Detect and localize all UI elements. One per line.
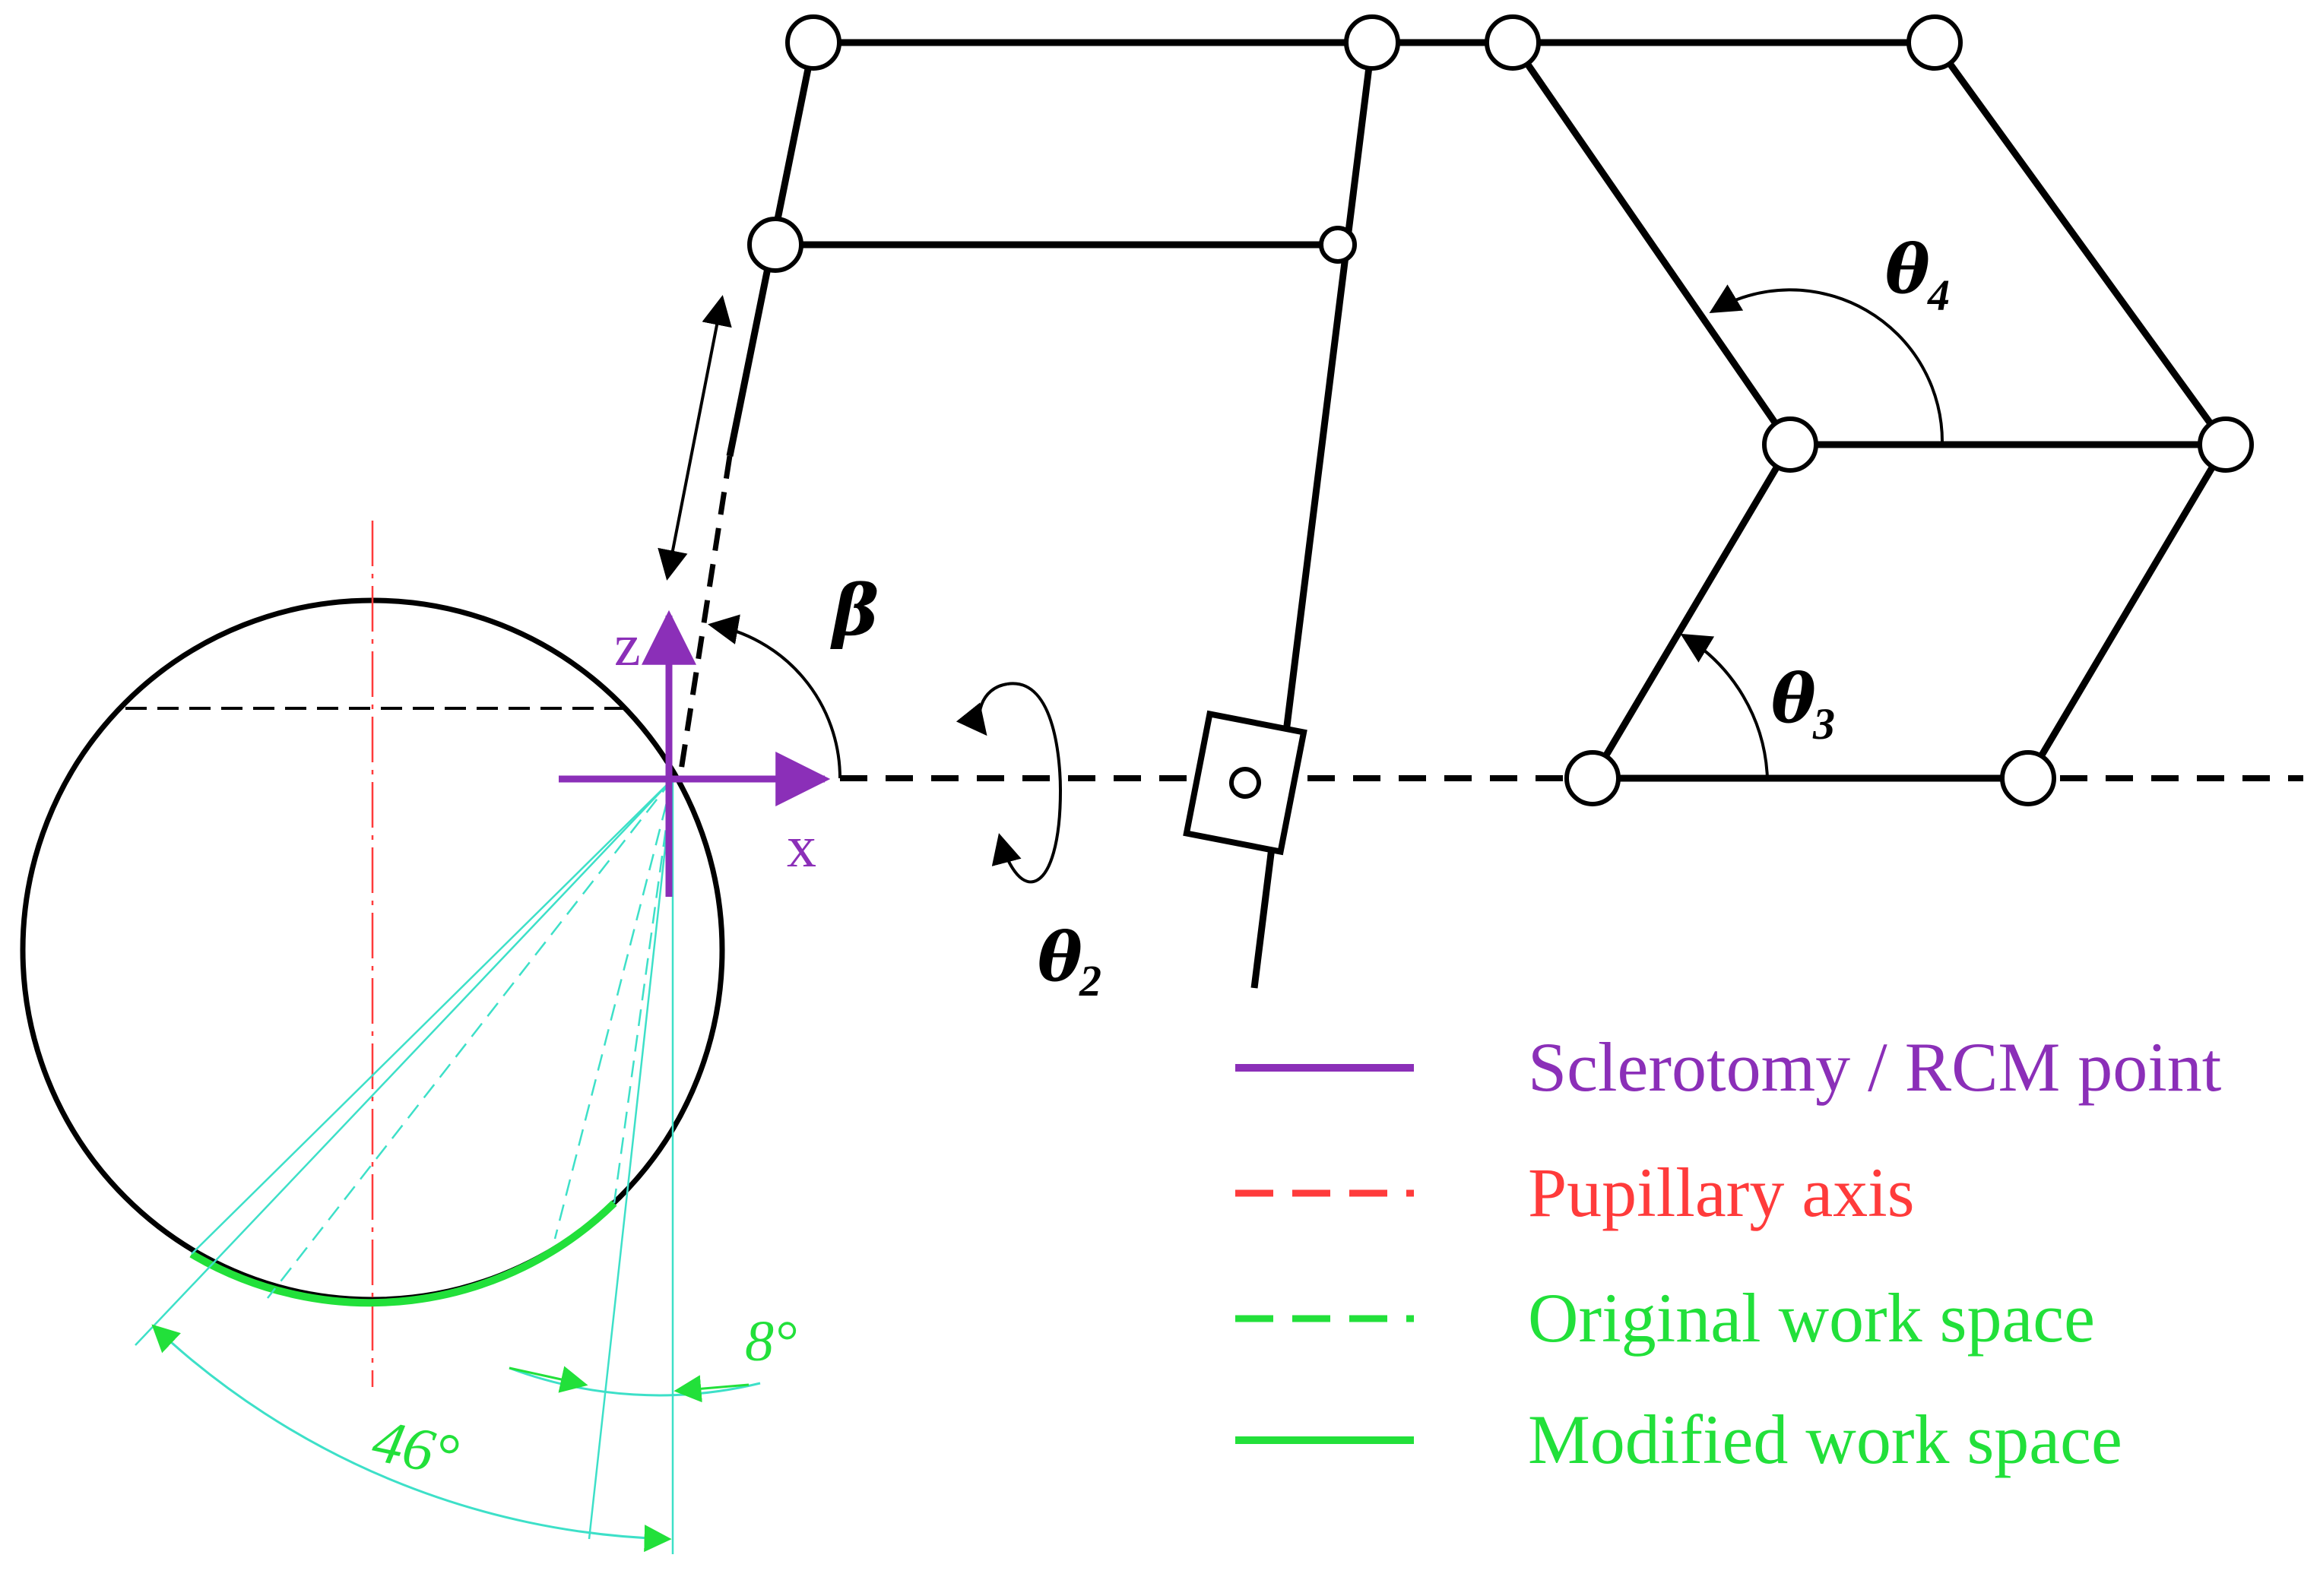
legend-label-original: Original work space (1528, 1279, 2095, 1357)
legend-label-pupillary: Pupillary axis (1528, 1154, 1915, 1231)
theta2-label: θ (1038, 917, 1082, 996)
theta3-sub: 3 (1812, 699, 1835, 749)
beta-arc (708, 614, 841, 779)
theta4-label: θ (1885, 230, 1930, 309)
legend-item-pupillary: Pupillary axis (1235, 1154, 1915, 1231)
angle-46-label: 46° (367, 1407, 464, 1490)
workspace-arc (189, 1200, 617, 1307)
slider-block (1183, 710, 1307, 856)
theta4-arc (1709, 284, 1944, 445)
theta2-rotation-arrow (991, 682, 1063, 884)
beta-label: β (830, 569, 879, 651)
legend-item-rcm: Sclerotomy / RCM point (1235, 1028, 2222, 1106)
insertion-arrow (658, 295, 732, 581)
workspace-rays (135, 778, 674, 1554)
angle-8-dimension (509, 1366, 761, 1397)
angle-8-arrow-left (509, 1366, 588, 1393)
theta2-sub: 2 (1079, 956, 1101, 1005)
legend-label-rcm: Sclerotomy / RCM point (1528, 1028, 2222, 1106)
theta3-label: θ (1771, 659, 1816, 738)
joints (747, 14, 2254, 806)
legend: Sclerotomy / RCM point Pupillary axis Or… (1235, 1028, 2222, 1478)
legend-item-modified: Modified work space (1235, 1401, 2122, 1478)
axis-x-label: x (787, 813, 816, 879)
tool-axis-dashed (677, 455, 733, 776)
axis-z-label: z (614, 612, 641, 678)
angle-46-dimension (151, 1324, 672, 1553)
legend-label-modified: Modified work space (1528, 1401, 2122, 1478)
theta2-rotation-top (956, 682, 1008, 736)
angle-8-label: 8° (745, 1309, 797, 1373)
angle-8-arrow-right (673, 1375, 750, 1403)
eye (20, 521, 725, 1387)
theta3-arc (1680, 633, 1769, 779)
right-linkage (1510, 39, 2229, 782)
legend-item-original: Original work space (1235, 1279, 2095, 1357)
theta4-sub: 4 (1927, 271, 1950, 320)
rcm-frame (559, 610, 831, 897)
